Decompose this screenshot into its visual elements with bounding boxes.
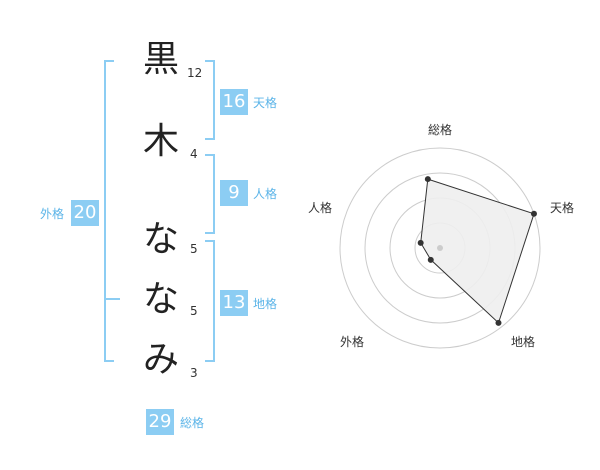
gaikaku-bracket	[104, 60, 114, 362]
stroke-count-1: 12	[187, 66, 203, 80]
radar-point-1	[424, 176, 431, 183]
tenkaku-value: 16	[220, 89, 248, 115]
stroke-count-4: 5	[190, 304, 198, 318]
name-char-1: 黒	[142, 39, 179, 80]
stroke-count-5: 3	[190, 366, 198, 380]
radar-area	[420, 178, 535, 324]
gaikaku-bracket-divider	[104, 298, 120, 300]
radar-axis-label-1: 総格	[428, 122, 452, 137]
radar-point-5	[417, 239, 424, 246]
name-char-5: み	[142, 339, 179, 380]
name-char-4: な	[142, 279, 179, 320]
radar-point-4	[427, 256, 434, 263]
soukaku-value: 29	[146, 409, 174, 435]
radar-axis-label-2: 天格	[550, 200, 574, 215]
soukaku-label: 総格	[180, 416, 205, 430]
name-char-3: な	[142, 219, 179, 260]
name-char-2: 木	[142, 121, 179, 162]
radar-center	[437, 245, 443, 251]
gaikaku-label: 外格	[40, 207, 65, 221]
chikaku-value: 13	[220, 290, 248, 316]
jinkaku-value: 9	[220, 180, 248, 206]
chikaku-label: 地格	[253, 297, 278, 311]
stroke-count-2: 4	[190, 147, 198, 161]
tenkaku-label: 天格	[253, 96, 278, 110]
radar-point-2	[530, 210, 537, 217]
stroke-count-3: 5	[190, 242, 198, 256]
jinkaku-label: 人格	[253, 187, 278, 201]
gaikaku-value: 20	[71, 200, 99, 226]
radar-axis-label-4: 外格	[340, 334, 364, 349]
jinkaku-bracket	[205, 154, 215, 234]
radar-axis-label-3: 地格	[511, 334, 535, 349]
radar-ring-4	[339, 147, 541, 349]
radar-point-3	[495, 319, 502, 326]
chikaku-bracket	[205, 240, 215, 362]
tenkaku-bracket	[205, 60, 215, 140]
radar-axis-label-5: 人格	[308, 200, 332, 215]
